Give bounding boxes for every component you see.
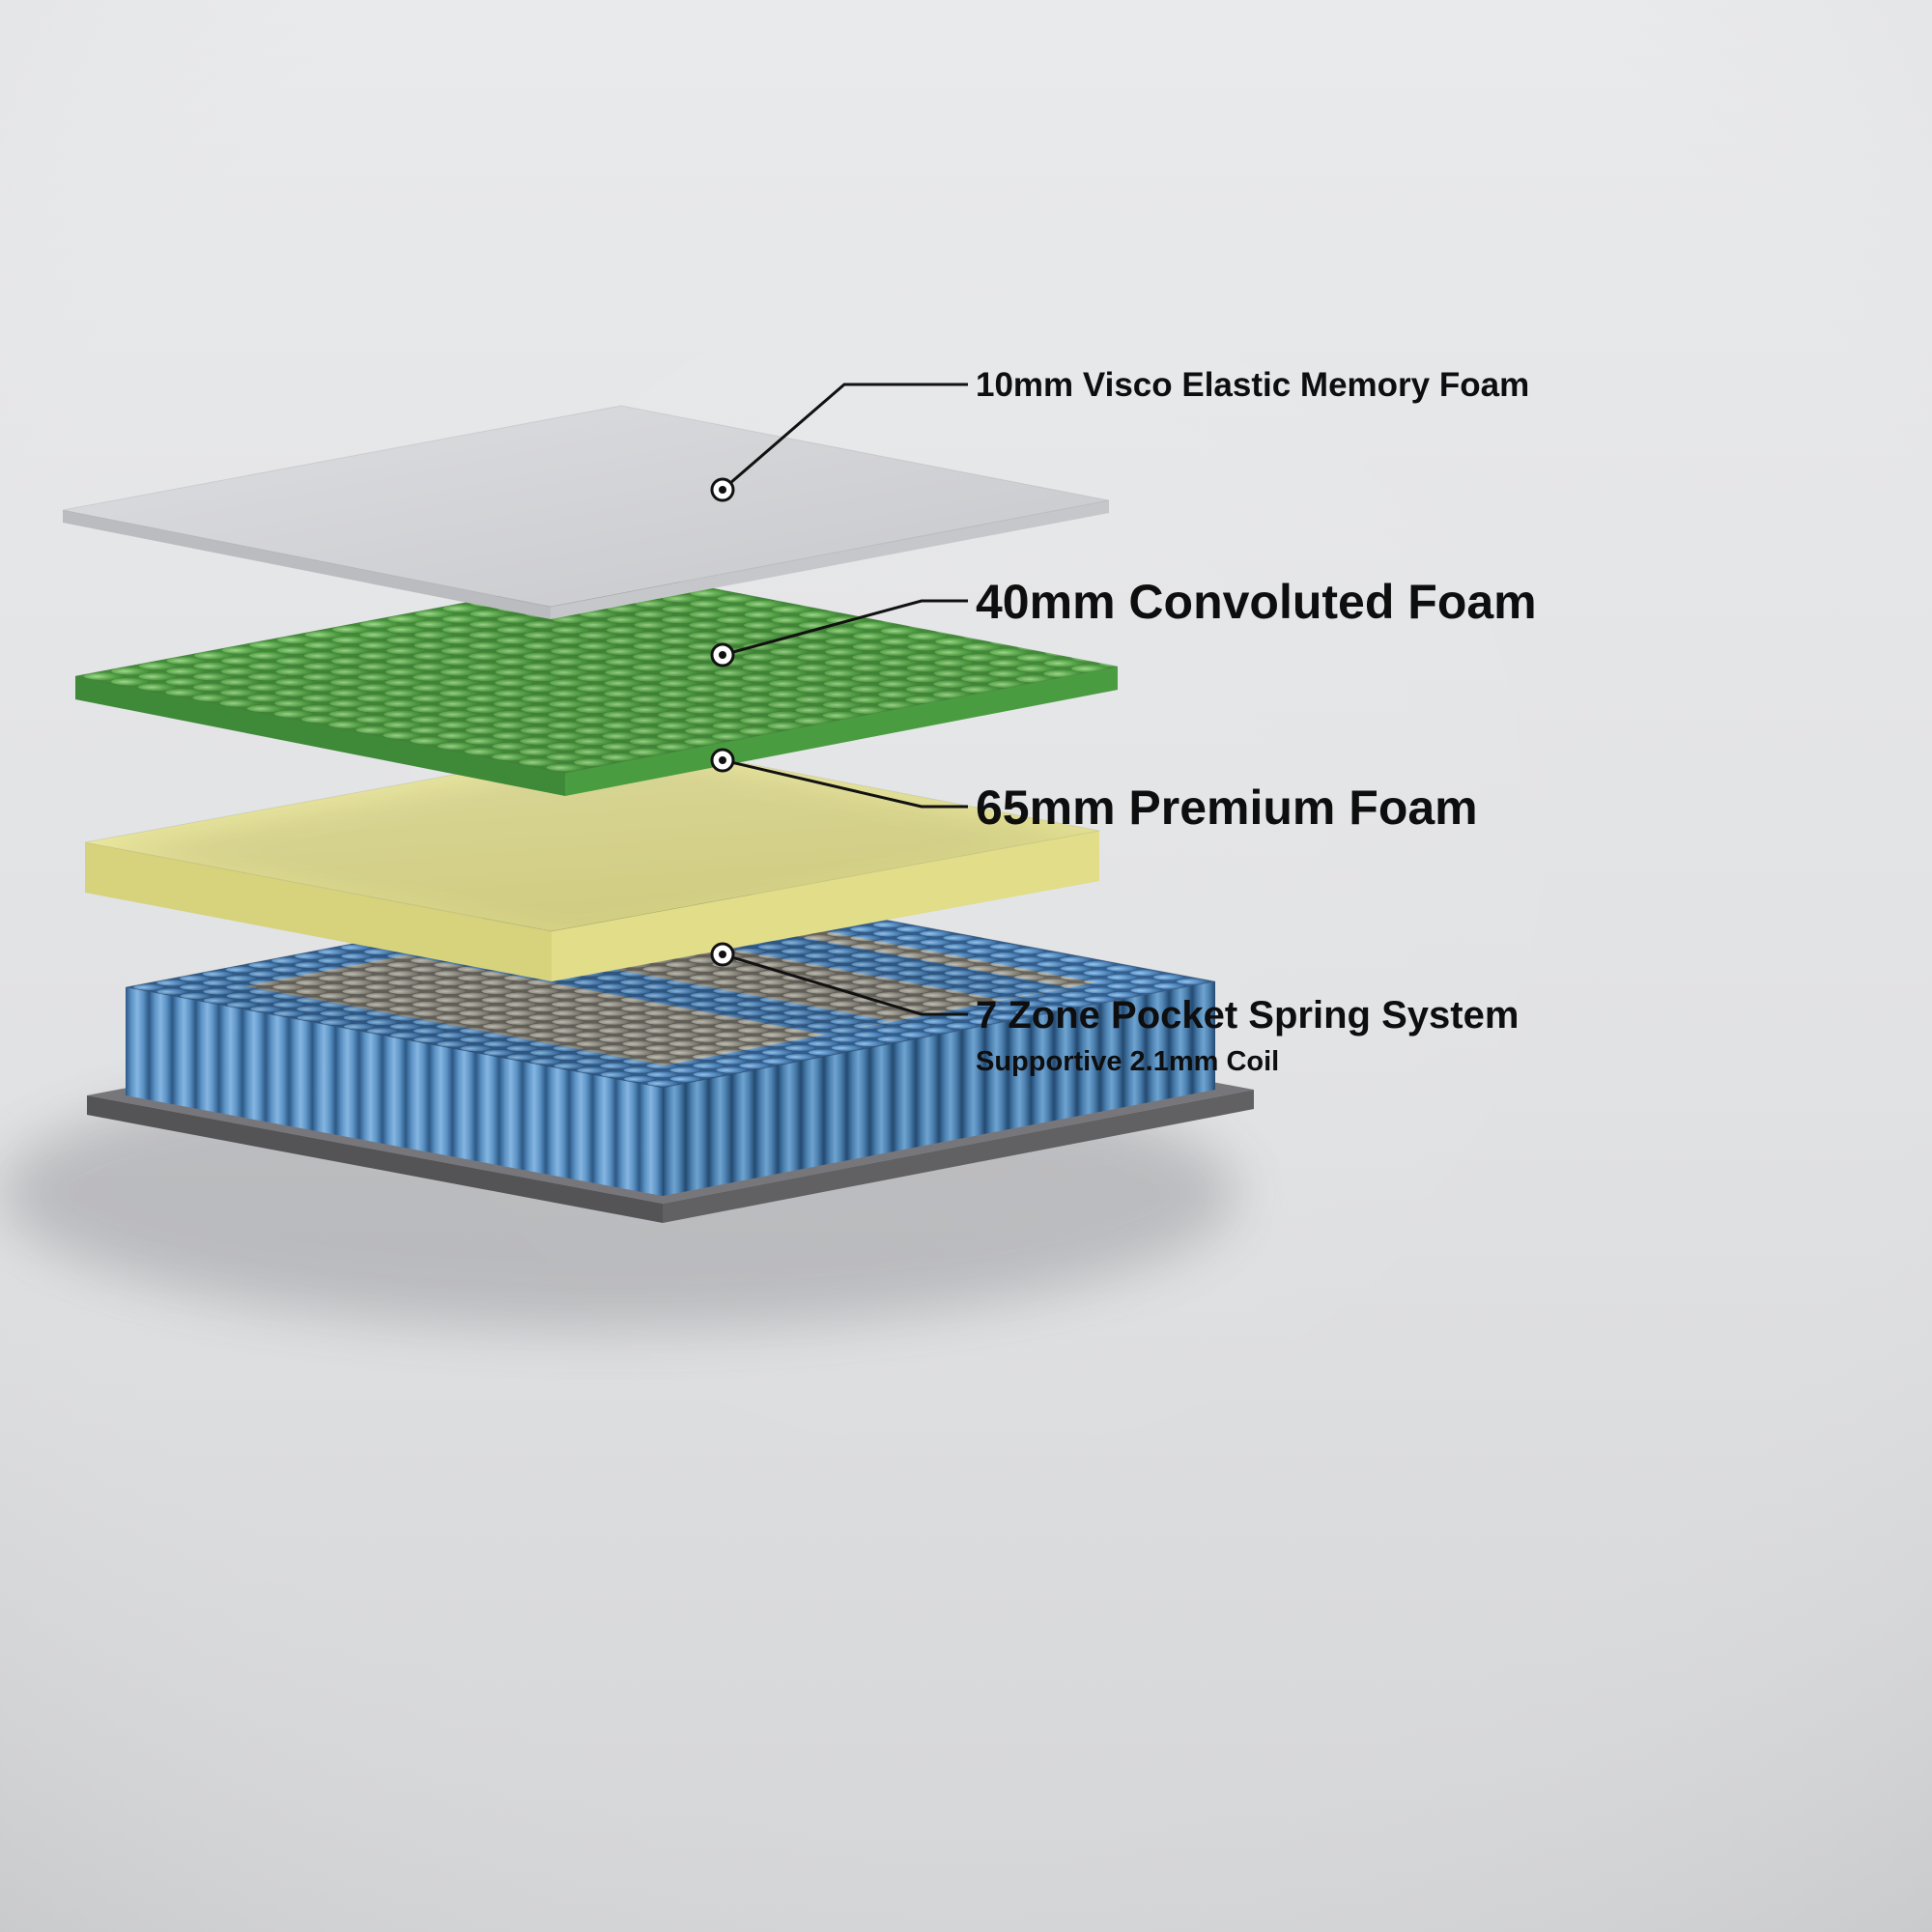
callout-marker-premium-foam <box>710 748 735 773</box>
label-premium-foam: 65mm Premium Foam <box>976 781 1478 835</box>
memory-foam-front-left <box>63 510 551 619</box>
label-pocket-springs: 7 Zone Pocket Spring System <box>976 994 1519 1037</box>
layer-memory-foam <box>62 405 1110 619</box>
premium-foam-front-right <box>552 831 1099 981</box>
labels: 10mm Visco Elastic Memory Foam 40mm Conv… <box>976 366 1537 1077</box>
premium-foam-front-left <box>85 842 552 981</box>
spring-base-front-left <box>87 1095 663 1223</box>
spring-base-front-right <box>663 1090 1254 1223</box>
callout-lines <box>722 383 968 1016</box>
layer-convoluted-foam <box>74 571 1119 796</box>
memory-foam-top <box>62 405 1110 608</box>
callout-marker-convoluted-foam <box>710 642 735 668</box>
label-pocket-springs-sub: Supportive 2.1mm Coil <box>976 1046 1279 1077</box>
callout-markers <box>710 477 735 967</box>
convoluted-foam-front-right <box>565 667 1118 796</box>
callout-line-pocket-springs <box>722 952 968 1016</box>
convoluted-foam-front-left <box>75 676 565 796</box>
callout-line-premium-foam <box>722 758 968 809</box>
callout-marker-pocket-springs <box>710 942 735 967</box>
label-memory-foam: 10mm Visco Elastic Memory Foam <box>976 366 1529 404</box>
memory-foam-front-right <box>551 500 1109 619</box>
callout-marker-memory-foam <box>710 477 735 502</box>
callout-line-memory-foam <box>722 383 968 492</box>
spring-side-front-left <box>126 987 663 1196</box>
label-convoluted-foam: 40mm Convoluted Foam <box>976 575 1537 629</box>
layer-pocket-springs <box>125 880 1216 1196</box>
callout-line-convoluted-foam <box>722 599 968 657</box>
spring-side-front-right <box>663 981 1215 1196</box>
